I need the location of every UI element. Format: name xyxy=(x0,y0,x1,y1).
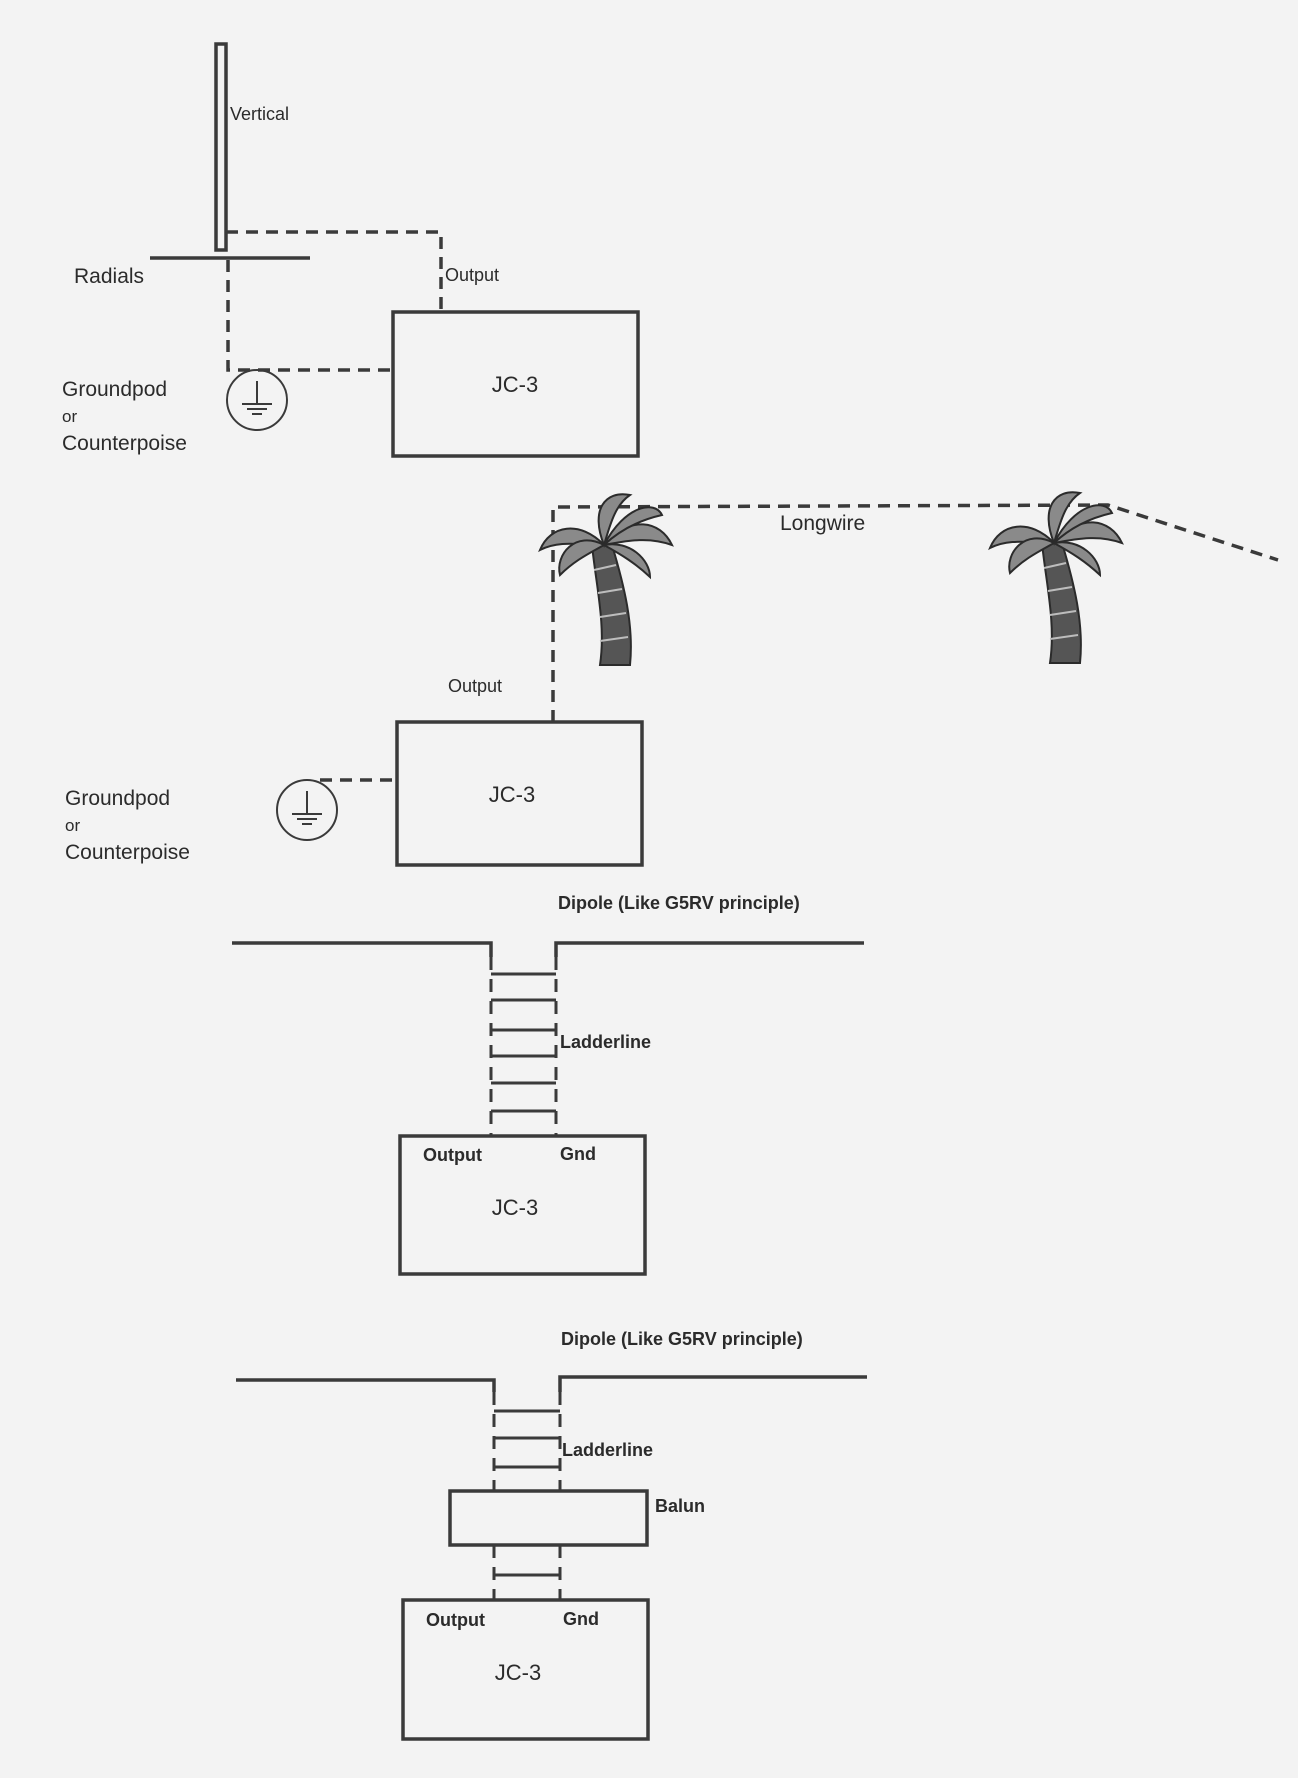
dipole-right-arm xyxy=(558,1375,867,1392)
ground-label-line3: Counterpoise xyxy=(65,841,190,864)
ground-label-line1: Groundpod xyxy=(65,787,170,810)
ladderline-rungs xyxy=(491,972,556,1113)
palm-tree-icon xyxy=(539,493,673,666)
ground-label-line2: or xyxy=(65,816,80,835)
diagram-longwire: Longwire Output JC-3 Groundpod or Counte… xyxy=(65,491,1279,867)
ground-symbol-icon xyxy=(226,369,288,431)
ground-label-line1: Groundpod xyxy=(62,378,167,401)
dipole-title: Dipole (Like G5RV principle) xyxy=(561,1329,803,1349)
ground-feedline xyxy=(226,260,393,372)
ground-label-line3: Counterpoise xyxy=(62,432,187,455)
output-label: Output xyxy=(445,265,499,285)
ladderline-rungs xyxy=(494,1409,560,1469)
jc3-tuner-box xyxy=(391,310,640,458)
ladderline-label: Ladderline xyxy=(562,1440,653,1460)
diagram-dipole-balun: Dipole (Like G5RV principle) Ladderline … xyxy=(236,1329,867,1741)
jc3-tuner-box xyxy=(401,1598,650,1741)
vertical-antenna xyxy=(214,42,228,252)
dipole-left-arm xyxy=(236,1378,496,1392)
vertical-label: Vertical xyxy=(230,104,289,124)
ground-label-line2: or xyxy=(62,407,77,426)
palm-tree-icon xyxy=(989,491,1123,664)
gnd-label: Gnd xyxy=(563,1609,599,1629)
dipole-left-arm xyxy=(232,941,493,957)
dipole-right-arm xyxy=(554,941,864,957)
longwire-label: Longwire xyxy=(780,512,865,535)
output-label: Output xyxy=(426,1610,485,1630)
dipole-title: Dipole (Like G5RV principle) xyxy=(558,893,800,913)
output-label: Output xyxy=(423,1145,482,1165)
jc3-tuner-box xyxy=(398,1134,647,1276)
jc3-box-label: JC-3 xyxy=(495,1660,541,1685)
ground-symbol-icon xyxy=(276,779,338,841)
ladderline-label: Ladderline xyxy=(560,1032,651,1052)
balun-label: Balun xyxy=(655,1496,705,1516)
jc3-box-label: JC-3 xyxy=(492,372,538,397)
jc3-box-label: JC-3 xyxy=(492,1195,538,1220)
jc3-tuner-box xyxy=(395,720,644,867)
output-feedline xyxy=(226,230,443,312)
radials-label: Radials xyxy=(74,265,144,288)
balun-box xyxy=(448,1489,649,1547)
diagram-vertical: Vertical Radials Output JC-3 Groundpod o… xyxy=(62,42,640,458)
jc3-box-label: JC-3 xyxy=(489,782,535,807)
diagram-dipole-ladderline: Dipole (Like G5RV principle) Ladderline … xyxy=(232,893,864,1276)
output-label: Output xyxy=(448,676,502,696)
longwire-line xyxy=(551,503,1279,722)
gnd-label: Gnd xyxy=(560,1144,596,1164)
